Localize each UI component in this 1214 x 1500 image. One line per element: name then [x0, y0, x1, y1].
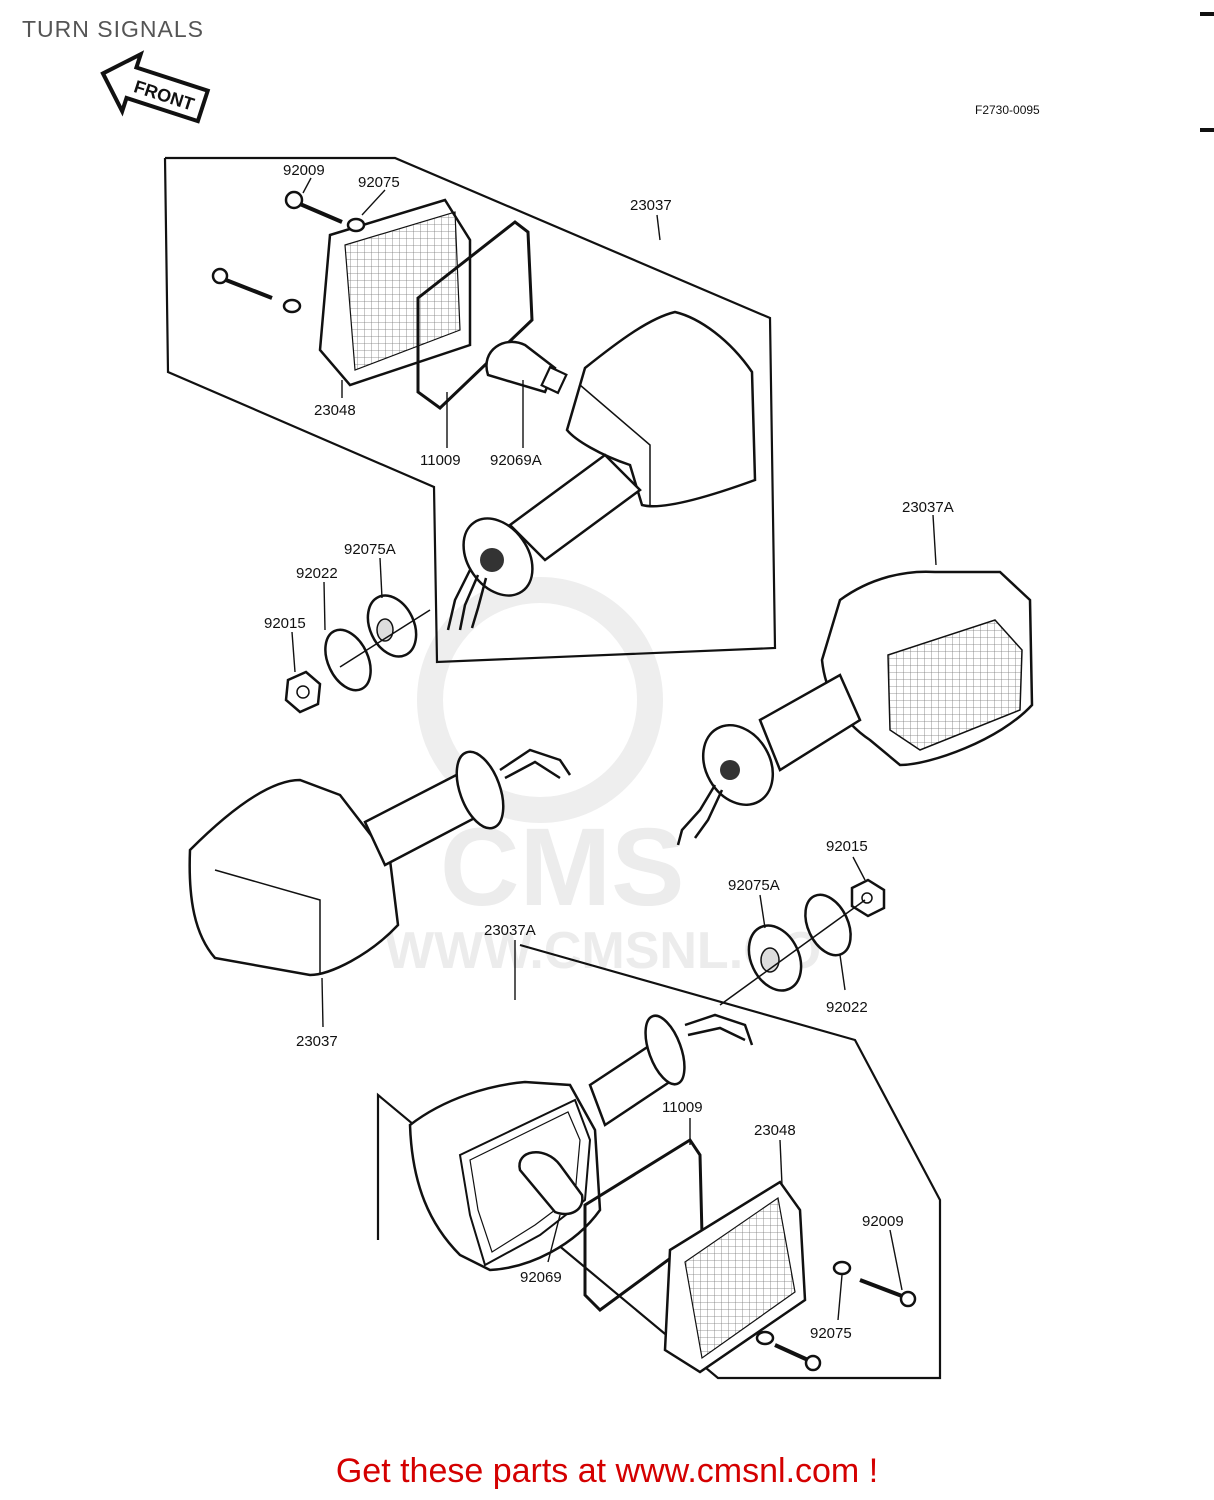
washer-top-lower [282, 298, 302, 314]
callout-92069A: 92069A [490, 452, 542, 469]
screw-bottom-lower [774, 1343, 822, 1372]
gasket-top [416, 220, 534, 410]
callout-23048-bottom: 23048 [754, 1122, 796, 1139]
turn-signal-right-assembled [676, 570, 1034, 846]
callout-92075-top: 92075 [358, 174, 400, 191]
turn-signal-left-assembled [188, 748, 572, 977]
callout-23037-left: 23037 [296, 1033, 338, 1050]
nut-top [284, 670, 322, 714]
page-title: TURN SIGNALS [22, 16, 204, 42]
callout-92075A-mid: 92075A [728, 877, 780, 894]
assembly-boundary-top [163, 156, 777, 664]
edge-mark [1200, 12, 1214, 16]
turn-signal-housing-bottom [408, 1013, 754, 1272]
grommet-top [366, 594, 418, 658]
plain-washer-top [324, 628, 372, 692]
turn-signal-housing [446, 310, 757, 631]
callout-92069: 92069 [520, 1269, 562, 1286]
washer-top-upper [346, 217, 366, 233]
bulb-top [485, 340, 568, 395]
callout-labels: 92009 92075 23037 23048 11009 92069A 230… [264, 162, 954, 1342]
footer-cta-link[interactable]: Get these parts at www.cmsnl.com ! [335, 1452, 879, 1490]
callout-23048-top: 23048 [314, 402, 356, 419]
washer-bottom-lower [755, 1330, 775, 1346]
lens-bottom [663, 1180, 807, 1374]
callout-23037A-bottom: 23037A [484, 922, 536, 939]
screw-top-upper [284, 190, 343, 224]
front-arrow: FRONT [100, 50, 211, 124]
leader-lines-mid [321, 856, 866, 1028]
callout-92075A-top: 92075A [344, 541, 396, 558]
watermark-brand: CMS [440, 806, 684, 929]
callout-92009-top: 92009 [283, 162, 325, 179]
callout-23037A-right: 23037A [902, 499, 954, 516]
callout-92015-top: 92015 [264, 615, 306, 632]
callout-11009-bottom: 11009 [662, 1099, 703, 1116]
bulb-bottom [518, 1151, 584, 1216]
plain-washer-mid [804, 893, 852, 957]
leader-lines-top [291, 177, 937, 673]
callout-11009-top: 11009 [420, 452, 461, 469]
callout-92015-mid: 92015 [826, 838, 868, 855]
screw-top-lower [211, 267, 273, 300]
nut-mid [850, 878, 886, 918]
washer-bottom-upper [832, 1260, 852, 1276]
callout-92075-bottom: 92075 [810, 1325, 852, 1342]
lens-top [318, 198, 472, 387]
reference-code: F2730-0095 [975, 103, 1040, 117]
leader-lines-bottom [547, 1118, 903, 1321]
screw-bottom-upper [859, 1278, 917, 1308]
callout-92022-top: 92022 [296, 565, 338, 582]
callout-92009-bottom: 92009 [862, 1213, 904, 1230]
callout-92022-mid: 92022 [826, 999, 868, 1016]
edge-mark [1200, 128, 1214, 132]
callout-23037-top: 23037 [630, 197, 672, 214]
assembly-boundary-bottom [376, 943, 942, 1380]
